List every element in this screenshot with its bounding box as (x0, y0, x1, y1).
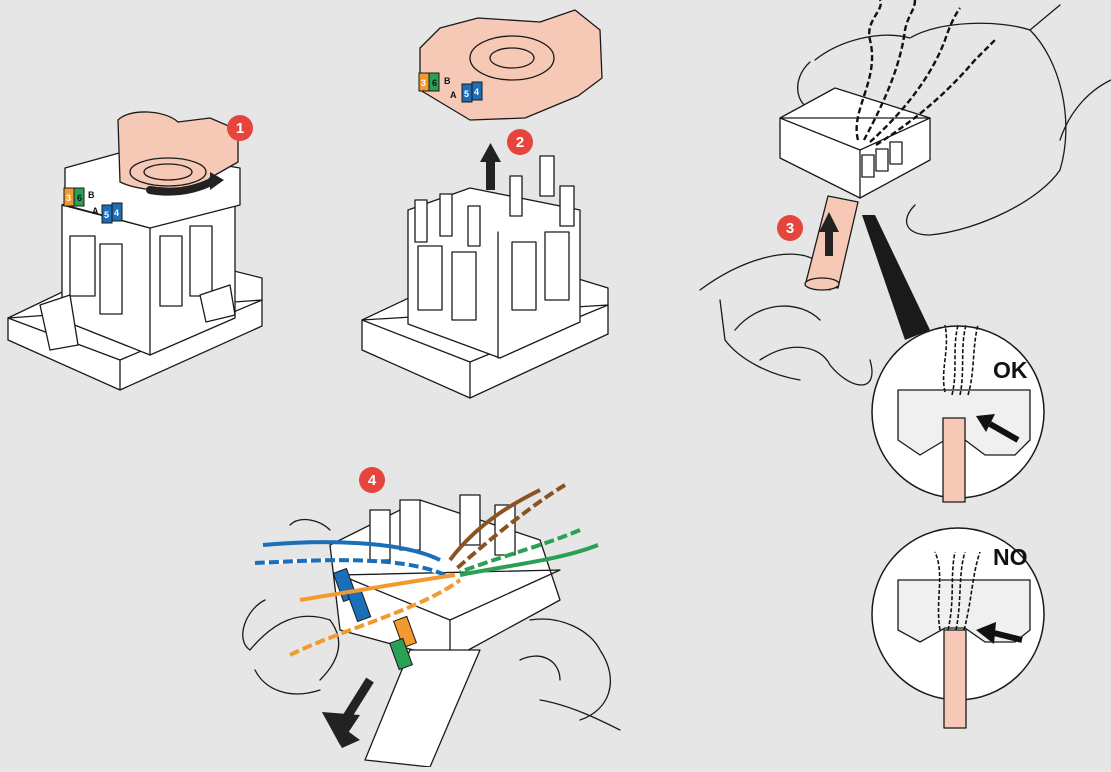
cap-pin-label-5: 5 (464, 89, 469, 99)
cap-pin-label-4: 4 (474, 87, 479, 97)
cap-pin-label-6: 6 (432, 78, 437, 88)
step2-illustration: 3 6 B A 5 4 (362, 10, 608, 398)
step-badge-1: 1 (227, 115, 253, 141)
svg-text:4: 4 (368, 472, 377, 489)
cap-pin-label-3: 3 (421, 78, 426, 88)
ok-label: OK (993, 357, 1028, 383)
step-badge-4: 4 (359, 467, 385, 493)
step3-illustration (700, 0, 1111, 385)
ok-inset: OK (872, 325, 1044, 502)
pin-label-3: 3 (66, 193, 71, 203)
pin-label-4: 4 (114, 208, 119, 218)
no-label: NO (993, 544, 1028, 570)
pin-label-a: A (92, 206, 99, 216)
cap-pin-label-a: A (450, 90, 457, 100)
step4-illustration (243, 485, 620, 767)
no-inset: NO (872, 528, 1044, 728)
pin-label-5: 5 (104, 210, 109, 220)
svg-text:3: 3 (786, 220, 794, 237)
step1-illustration: 3 6 B A 5 4 (8, 112, 262, 390)
step-badge-2: 2 (507, 129, 533, 155)
svg-text:1: 1 (236, 120, 244, 137)
pin-label-6: 6 (77, 193, 82, 203)
step-badge-3: 3 (777, 215, 803, 241)
cap-pin-label-b: B (444, 76, 451, 86)
svg-text:2: 2 (516, 134, 524, 151)
pin-label-b: B (88, 190, 95, 200)
